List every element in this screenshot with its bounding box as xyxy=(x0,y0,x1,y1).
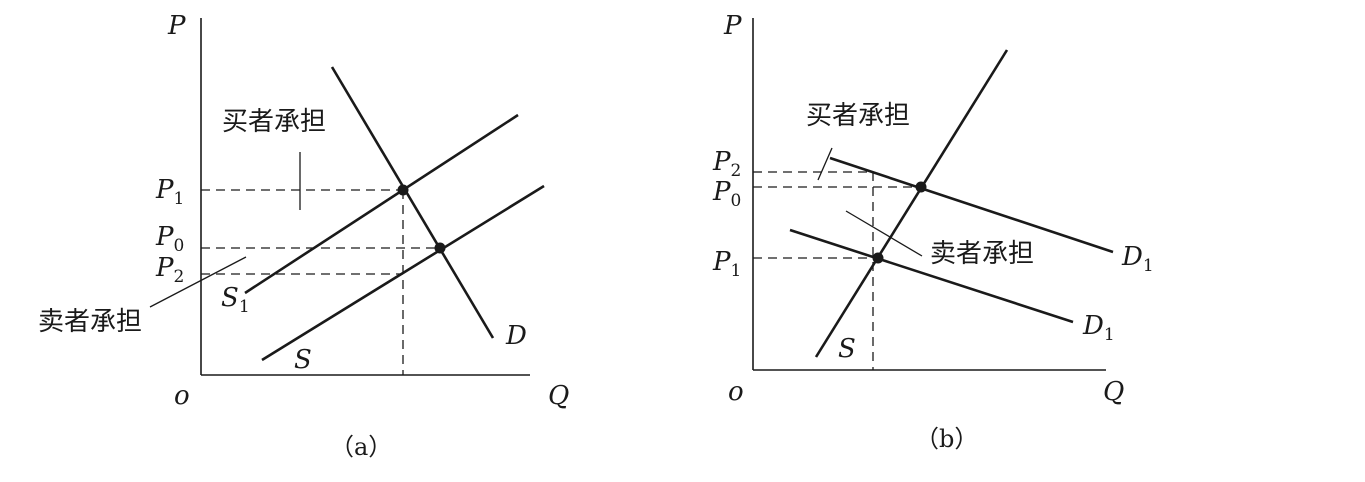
panel-b-equilibrium-original xyxy=(915,181,927,193)
panel-a-seller-burden-label: 卖者承担 xyxy=(38,307,142,337)
panel-a-demand-label: D xyxy=(505,321,527,351)
panel-a-p1-label: P1 xyxy=(155,175,184,209)
panel-b-buyer-burden-label: 买者承担 xyxy=(806,101,910,131)
panel-b-seller-leader xyxy=(845,210,923,257)
panel-b-p2-label: P2 xyxy=(712,147,741,181)
panel-a-p2-label: P2 xyxy=(155,253,184,287)
panel-b-caption: （b） xyxy=(915,425,978,453)
panel-b-demand-curve-lower xyxy=(789,228,1074,324)
panel-b-p0-label: P0 xyxy=(712,177,741,211)
panel-a-supply-label: S xyxy=(294,345,312,375)
panel-b-p1-label: P1 xyxy=(712,247,741,281)
panel-b-origin-label: o xyxy=(728,377,744,407)
panel-b-demand-upper-label: D1 xyxy=(1121,242,1154,276)
panel-b-supply-label: S xyxy=(838,334,856,364)
panel-a-equilibrium-original xyxy=(434,242,446,254)
panel-b-axis-q-label: Q xyxy=(1103,377,1124,407)
panel-b-demand-curve-upper xyxy=(829,156,1114,254)
panel-b-axis-p-label: P xyxy=(723,11,742,41)
panel-a-p0-label: P0 xyxy=(155,222,184,256)
panel-a-buyer-burden-label: 买者承担 xyxy=(222,107,326,137)
panel-a-axis-q-label: Q xyxy=(548,381,569,411)
panel-b-buyer-leader xyxy=(817,147,833,181)
panel-b: P Q o P2 P0 P1 买者承担 卖者承担 D1 D1 S （b） xyxy=(712,11,1154,453)
panel-b-demand-lower-label: D1 xyxy=(1082,311,1115,345)
panel-a-axis-p-label: P xyxy=(167,11,186,41)
panel-a-supply-shifted-label: S1 xyxy=(221,283,250,317)
panel-b-seller-burden-label: 卖者承担 xyxy=(930,239,1034,269)
panel-a-origin-label: o xyxy=(174,381,190,411)
panel-a-seller-leader xyxy=(149,256,247,308)
panel-a-demand-curve xyxy=(330,66,495,339)
panel-b-equilibrium-with-tax xyxy=(872,252,884,264)
panel-a-equilibrium-with-tax xyxy=(397,184,409,196)
panel-a-supply-curve-shifted xyxy=(244,113,519,295)
panel-a-caption: （a） xyxy=(330,433,392,461)
panel-a: P Q o P1 P0 P2 买者承担 卖者承担 S1 S D （a） xyxy=(38,11,569,461)
panel-b-supply-curve xyxy=(814,49,1009,358)
